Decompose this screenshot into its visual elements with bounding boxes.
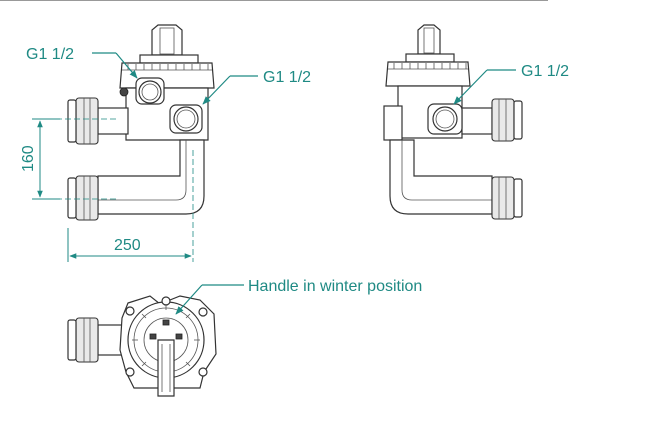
- handle-annotation: Handle in winter position: [175, 278, 422, 315]
- port-annotation-left-side: G1 1/2: [202, 69, 311, 105]
- side-view-valve: [383, 24, 523, 220]
- port-annotation-left-top: G1 1/2: [26, 46, 138, 79]
- port-label-left-side: G1 1/2: [263, 69, 311, 86]
- top-view-valve: [67, 295, 217, 397]
- dimension-width-label: 250: [114, 237, 141, 254]
- port-annotation-right: G1 1/2: [453, 63, 569, 105]
- front-view-valve: [56, 24, 215, 262]
- dimension-width: 250: [67, 228, 192, 262]
- dimension-height: 160: [20, 118, 60, 200]
- handle-note-label: Handle in winter position: [248, 278, 422, 295]
- dimension-height-label: 160: [20, 145, 37, 172]
- port-label-right: G1 1/2: [521, 63, 569, 80]
- port-label-left-top: G1 1/2: [26, 46, 74, 63]
